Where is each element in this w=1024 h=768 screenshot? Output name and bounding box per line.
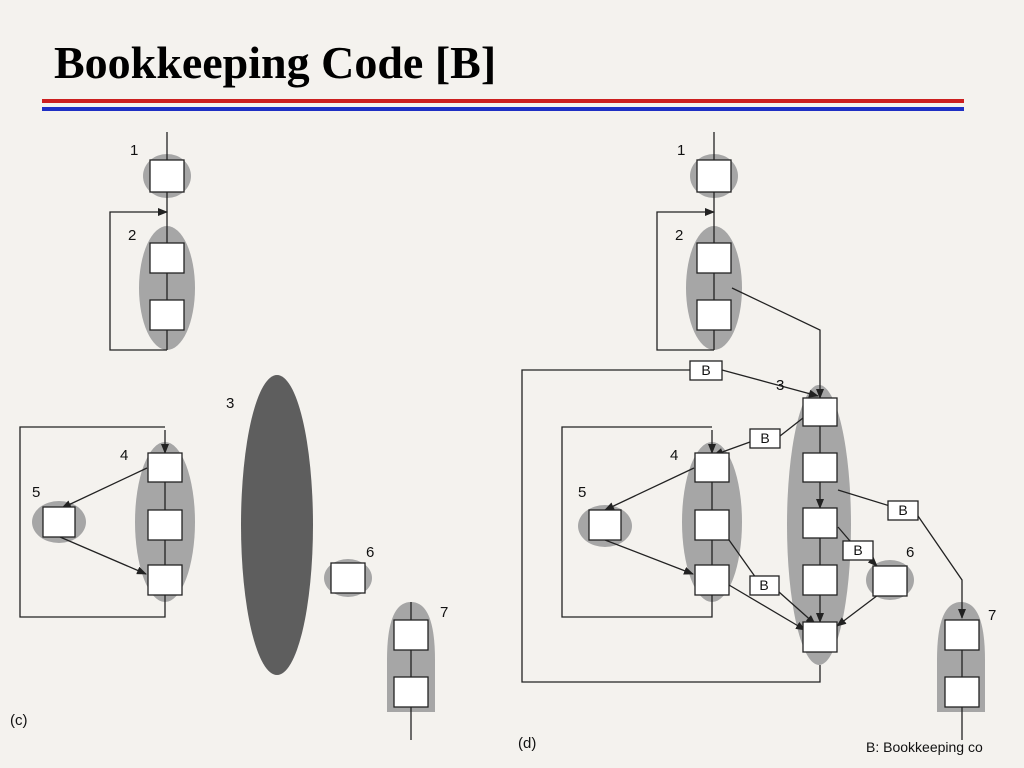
block-d-4b: [694, 509, 730, 541]
legend-text: B: Bookkeeping co: [866, 739, 983, 755]
bookkeeping-marker-3-to-7: [887, 500, 919, 521]
title-rule-blue: [42, 107, 964, 111]
block-c-6: [330, 562, 366, 594]
block-d-2a: [696, 242, 732, 274]
label-d-6: 6: [906, 544, 914, 561]
b-label-3-to-6: B: [853, 542, 862, 558]
label-c-1: 1: [130, 142, 138, 159]
block-c-1: [149, 159, 185, 193]
block-c-2a: [149, 242, 185, 274]
label-d-5: 5: [578, 484, 586, 501]
label-d-1: 1: [677, 142, 685, 159]
block-d-3e: [802, 621, 838, 653]
bookkeeping-marker-outer: [689, 360, 723, 381]
region-c-3-dark: [241, 375, 313, 675]
bookkeeping-marker-labels: B B B B B: [701, 362, 907, 593]
label-d-4: 4: [670, 447, 678, 464]
block-d-4c: [694, 564, 730, 596]
slide-title: Bookkeeping Code [B]: [54, 37, 497, 88]
block-d-5: [588, 509, 622, 541]
block-c-7b: [393, 676, 429, 708]
block-d-3b: [802, 452, 838, 483]
block-d-6: [872, 565, 908, 597]
block-d-2b: [696, 299, 732, 331]
block-d-3a: [802, 397, 838, 427]
label-c-6: 6: [366, 544, 374, 561]
b-label-outer: B: [701, 362, 710, 378]
label-d-7: 7: [988, 607, 996, 624]
block-d-4a: [694, 452, 730, 483]
block-d-3c: [802, 507, 838, 539]
block-c-2b: [149, 299, 185, 331]
figure-d: [521, 132, 985, 740]
block-c-4c: [147, 564, 183, 596]
caption-d: (d): [518, 735, 536, 752]
block-c-7a: [393, 619, 429, 651]
label-d-2: 2: [675, 227, 683, 244]
b-label-4-to-3: B: [759, 577, 768, 593]
bookkeeping-marker-3-to-4: [749, 428, 781, 449]
b-label-3-to-4: B: [760, 430, 769, 446]
figure-d-labels: 1 2 3 4 5 6 7 (d): [518, 142, 996, 752]
label-c-5: 5: [32, 484, 40, 501]
block-c-5: [42, 506, 76, 538]
label-c-2: 2: [128, 227, 136, 244]
label-c-3: 3: [226, 395, 234, 412]
bookkeeping-marker-4-to-3: [749, 575, 780, 596]
figure-c-labels: 1 2 3 4 5 6 7 (c): [10, 142, 448, 729]
block-d-7a: [944, 619, 980, 651]
bookkeeping-marker-3-to-6: [842, 540, 874, 561]
block-d-7b: [944, 676, 980, 708]
label-d-3: 3: [776, 377, 784, 394]
title-rule-red: [42, 99, 964, 103]
label-c-7: 7: [440, 604, 448, 621]
block-d-1: [696, 159, 732, 193]
caption-c: (c): [10, 712, 28, 729]
block-c-4a: [147, 452, 183, 483]
b-label-3-to-7: B: [898, 502, 907, 518]
label-c-4: 4: [120, 447, 128, 464]
block-d-3d: [802, 564, 838, 596]
figure-c: [19, 132, 435, 740]
block-c-4b: [147, 509, 183, 541]
